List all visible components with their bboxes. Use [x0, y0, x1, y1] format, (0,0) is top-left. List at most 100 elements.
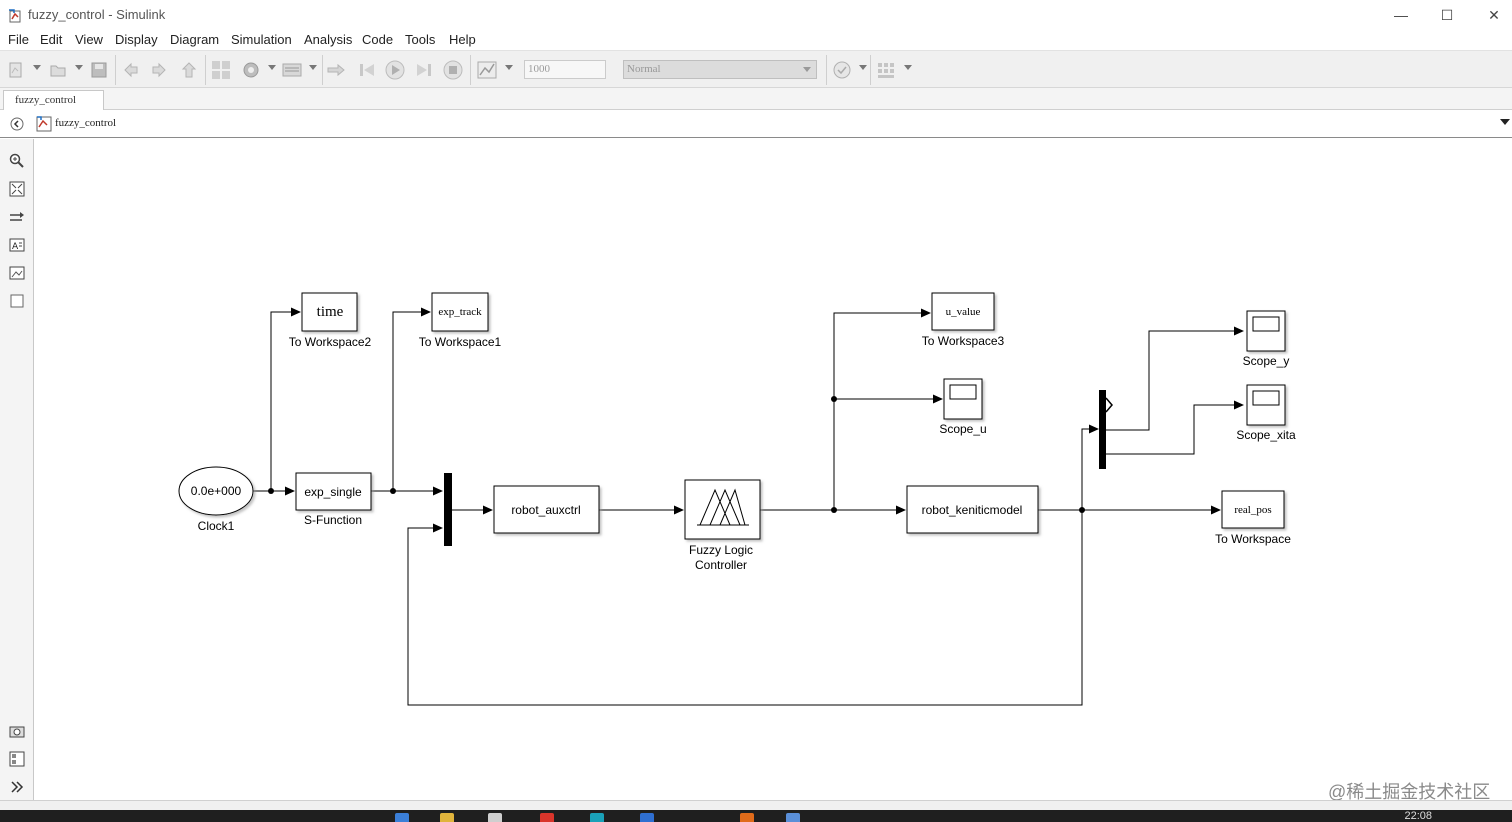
maximize-button[interactable]: ☐ [1440, 7, 1454, 23]
new-dropdown-arrow-icon[interactable] [33, 65, 41, 70]
toolbar-separator [205, 55, 206, 85]
block-robot-auxctrl[interactable]: robot_auxctrl [493, 485, 600, 534]
breadcrumb-model[interactable]: fuzzy_control [55, 117, 117, 129]
taskbar-chrome-icon[interactable] [540, 813, 554, 822]
block-scope-u[interactable]: Scope_u [939, 378, 987, 436]
explorer-dropdown-arrow-icon[interactable] [309, 65, 317, 70]
workspace1-block-label: To Workspace1 [419, 335, 502, 349]
taskbar-clock[interactable]: 22:08 [1404, 810, 1432, 822]
arrow-routing-icon[interactable] [9, 209, 25, 225]
run-play-icon[interactable] [385, 60, 405, 80]
simulation-mode-select[interactable]: Normal [623, 60, 817, 79]
taskbar-edge-icon[interactable] [395, 813, 409, 822]
model-settings-gear-icon[interactable] [241, 60, 261, 80]
back-arrow-icon[interactable] [121, 60, 141, 80]
signal-flc-to-workspace3[interactable] [833, 308, 931, 510]
menu-edit[interactable]: Edit [40, 32, 63, 47]
scope-y-label: Scope_y [1243, 354, 1290, 368]
stop-time-input[interactable]: 1000 [524, 60, 606, 79]
menu-view[interactable]: View [75, 32, 103, 47]
menu-simulation[interactable]: Simulation [231, 32, 292, 47]
signal-model-to-demux[interactable] [1081, 424, 1099, 510]
scope-screen-icon [1252, 390, 1280, 406]
image-icon[interactable] [9, 265, 25, 281]
scope-u-label: Scope_u [939, 422, 986, 436]
zoom-icon[interactable] [9, 153, 25, 169]
block-clock1[interactable]: 0.0e+000 Clock1 [178, 466, 254, 533]
taskbar-simulink-icon[interactable] [786, 813, 800, 822]
model-advisor-icon[interactable] [832, 60, 852, 80]
build-icon[interactable] [326, 60, 346, 80]
menu-diagram[interactable]: Diagram [170, 32, 220, 47]
menu-display[interactable]: Display [115, 32, 158, 47]
sfunction-name-text: exp_single [304, 485, 362, 499]
status-bar [0, 800, 1512, 810]
taskbar-matlab-icon[interactable] [740, 813, 754, 822]
model-tab-strip: fuzzy_control [0, 88, 1512, 110]
taskbar-notepad-icon[interactable] [488, 813, 502, 822]
block-to-workspace1[interactable]: exp_track To Workspace1 [419, 292, 502, 349]
step-forward-icon[interactable] [414, 60, 434, 80]
block-mux[interactable] [444, 473, 452, 546]
block-robot-keniticmodel[interactable]: robot_keniticmodel [906, 485, 1039, 534]
breadcrumb-chevron-down-icon[interactable] [1500, 119, 1510, 125]
annotation-icon[interactable]: A [9, 237, 25, 253]
step-back-icon[interactable] [357, 60, 377, 80]
advisor-dropdown-arrow-icon[interactable] [859, 65, 867, 70]
menu-code[interactable]: Code [362, 32, 394, 47]
signal-sfunction-to-workspace1[interactable] [392, 307, 431, 491]
menu-file[interactable]: File [8, 32, 29, 47]
model-browser-icon[interactable] [9, 751, 25, 767]
open-folder-icon[interactable] [48, 60, 68, 80]
toolbar-separator [870, 55, 871, 85]
area-box-icon[interactable] [9, 293, 25, 309]
up-arrow-icon[interactable] [179, 60, 199, 80]
block-s-function[interactable]: exp_single S-Function [295, 472, 372, 527]
new-model-icon[interactable] [6, 60, 26, 80]
expand-double-chevron-icon[interactable] [9, 779, 25, 795]
inspector-dropdown-arrow-icon[interactable] [505, 65, 513, 70]
block-scope-y[interactable]: Scope_y [1243, 310, 1290, 368]
fit-to-view-icon[interactable] [9, 181, 25, 197]
open-dropdown-arrow-icon[interactable] [75, 65, 83, 70]
model-icon [36, 116, 52, 137]
taskbar-app-icon[interactable] [640, 813, 654, 822]
taskbar-app-icon[interactable] [590, 813, 604, 822]
hide-explorer-bar-icon[interactable] [10, 117, 24, 136]
block-demux[interactable] [1099, 390, 1113, 469]
signal-demux-to-scope-xita[interactable] [1105, 400, 1244, 455]
signal-lines [253, 307, 1244, 706]
auxctrl-name-text: robot_auxctrl [511, 503, 580, 517]
signal-demux-to-scope-y[interactable] [1105, 326, 1244, 431]
menu-help[interactable]: Help [449, 32, 476, 47]
signal-feedback-loop[interactable] [407, 510, 1083, 706]
block-to-workspace3[interactable]: u_value To Workspace3 [922, 292, 1005, 348]
save-icon[interactable] [89, 60, 109, 80]
close-button[interactable]: ✕ [1488, 7, 1500, 23]
scope-xita-label: Scope_xita [1236, 428, 1296, 442]
taskbar-folder-icon[interactable] [440, 813, 454, 822]
block-to-workspace[interactable]: real_pos To Workspace [1215, 490, 1291, 546]
workspace3-variable-text: u_value [946, 306, 981, 318]
signal-clock-to-workspace2[interactable] [270, 307, 301, 491]
tab-fuzzy-control[interactable]: fuzzy_control [3, 90, 104, 110]
toolbar-separator [322, 55, 323, 85]
data-inspector-icon[interactable] [477, 60, 497, 80]
block-to-workspace2[interactable]: time To Workspace2 [289, 292, 372, 349]
settings-dropdown-arrow-icon[interactable] [268, 65, 276, 70]
forward-arrow-icon[interactable] [149, 60, 169, 80]
menu-analysis[interactable]: Analysis [304, 32, 353, 47]
screenshot-camera-icon[interactable] [9, 723, 25, 739]
menu-tools[interactable]: Tools [405, 32, 436, 47]
block-scope-xita[interactable]: Scope_xita [1236, 384, 1296, 442]
block-fuzzy-logic-controller[interactable]: Fuzzy Logic Controller [684, 479, 761, 572]
minimize-button[interactable]: — [1394, 7, 1408, 23]
model-explorer-icon[interactable] [282, 60, 302, 80]
workspace1-variable-text: exp_track [438, 306, 482, 318]
stop-icon[interactable] [443, 60, 463, 80]
grid-layout-icon[interactable] [876, 60, 896, 80]
clock-block-label: Clock1 [198, 519, 235, 533]
grid-dropdown-arrow-icon[interactable] [904, 65, 912, 70]
diagram-canvas[interactable]: 0.0e+000 Clock1 exp_single S-Function ti… [34, 139, 1512, 800]
library-browser-icon[interactable] [211, 60, 231, 80]
